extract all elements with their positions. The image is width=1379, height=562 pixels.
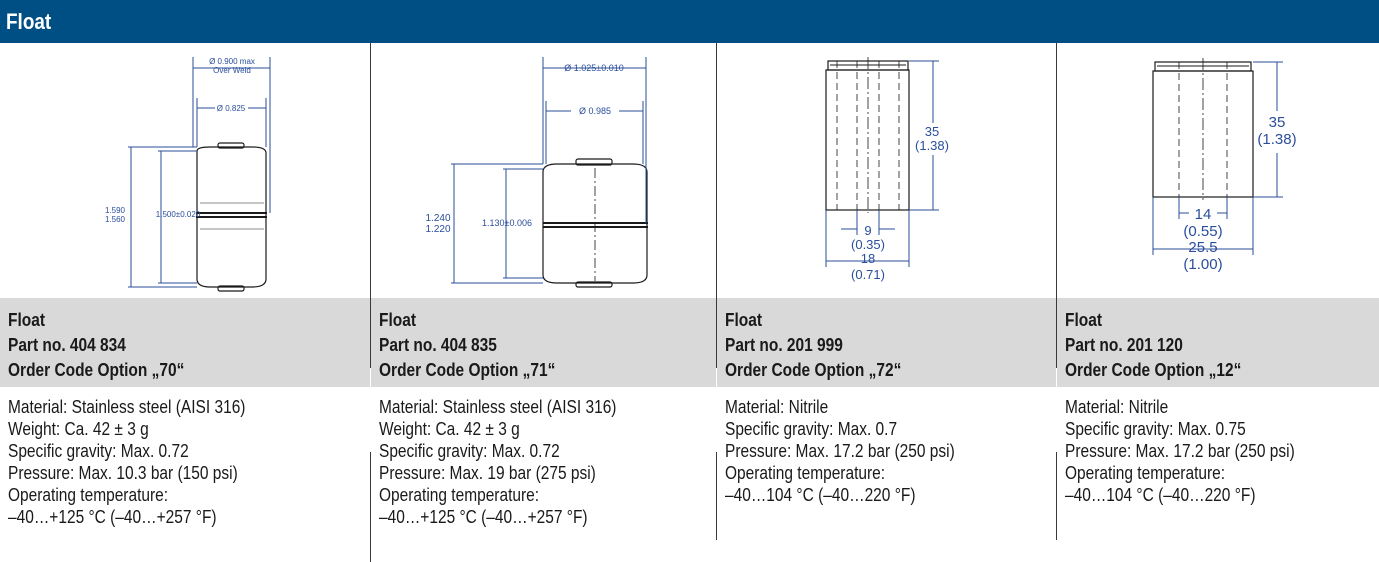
dim-label: (0.71) <box>851 267 885 282</box>
spec-list: Material: Stainless steel (AISI 316) Wei… <box>379 396 724 528</box>
spec-line: Operating temperature: <box>1065 463 1226 483</box>
float-name: Float <box>1065 310 1102 330</box>
spec-line: –40…104 °C (–40…220 °F) <box>1065 485 1256 505</box>
spec-line: Material: Nitrile <box>1065 397 1169 417</box>
dim-label: (1.38) <box>915 138 949 153</box>
dim-label: 25.5 <box>1188 239 1217 256</box>
spec-line: Material: Nitrile <box>725 397 829 417</box>
dim-label: 1.590 <box>105 206 126 215</box>
spec-line: Material: Stainless steel (AISI 316) <box>379 397 617 417</box>
part-number: Part no. 201 999 <box>725 335 843 355</box>
spec-line: –40…104 °C (–40…220 °F) <box>725 485 916 505</box>
order-code: Order Code Option „12“ <box>1065 360 1242 380</box>
column-divider <box>1056 452 1057 540</box>
float-name: Float <box>725 310 762 330</box>
part-number: Part no. 404 835 <box>379 335 497 355</box>
dim-label: 1.240 <box>425 213 450 224</box>
spec-line: –40…+125 °C (–40…+257 °F) <box>8 507 217 527</box>
float-drawing-201999: 35 (1.38) 9 (0.35) 18 (0.71) <box>717 43 1056 298</box>
column-divider <box>716 452 717 540</box>
spec-line: Pressure: Max. 10.3 bar (150 psi) <box>8 463 238 483</box>
dim-label: Ø 1.025±0.010 <box>564 63 623 73</box>
spec-line: Pressure: Max. 19 bar (275 psi) <box>379 463 596 483</box>
float-drawing-201120: 35 (1.38) 14 (0.55) 25.5 (1.00) <box>1057 43 1379 298</box>
dim-label: 1.130±0.006 <box>482 218 532 228</box>
column-divider <box>370 43 371 368</box>
dim-label: (1.00) <box>1183 256 1222 273</box>
spec-line: Operating temperature: <box>379 485 540 505</box>
dim-label: 18 <box>861 251 875 266</box>
spec-line: Specific gravity: Max. 0.72 <box>8 441 189 461</box>
spec-line: Specific gravity: Max. 0.7 <box>725 419 898 439</box>
spec-list: Material: Nitrile Specific gravity: Max.… <box>1065 396 1379 506</box>
float-column-404834: Ø 0.900 max Over Weld Ø 0.825 1.590 1.56… <box>0 43 370 562</box>
float-column-201120: 35 (1.38) 14 (0.55) 25.5 (1.00) <box>1057 43 1379 562</box>
spec-line: Weight: Ca. 42 ± 3 g <box>8 419 149 439</box>
spec-line: Specific gravity: Max. 0.72 <box>379 441 560 461</box>
part-number: Part no. 404 834 <box>8 335 126 355</box>
dim-label: (0.55) <box>1183 223 1222 240</box>
dim-label: Over Weld <box>213 66 251 75</box>
column-divider <box>716 43 717 368</box>
dim-label: (0.35) <box>851 237 885 252</box>
dim-label: 35 <box>925 124 939 139</box>
column-divider <box>370 452 371 562</box>
spec-line: Pressure: Max. 17.2 bar (250 psi) <box>1065 441 1295 461</box>
spec-line: Weight: Ca. 42 ± 3 g <box>379 419 520 439</box>
spec-line: Specific gravity: Max. 0.75 <box>1065 419 1246 439</box>
spec-list: Material: Stainless steel (AISI 316) Wei… <box>8 396 378 528</box>
dim-label: 1.560 <box>105 215 126 224</box>
float-header-201120: Float Part no. 201 120 Order Code Option… <box>1057 298 1379 387</box>
order-code: Order Code Option „72“ <box>725 360 902 380</box>
dim-label: (1.38) <box>1257 131 1296 148</box>
dim-label: Ø 0.900 max <box>209 57 255 66</box>
part-number: Part no. 201 120 <box>1065 335 1183 355</box>
dim-label: 35 <box>1269 114 1286 131</box>
dim-label: 9 <box>864 223 871 238</box>
spec-line: Operating temperature: <box>725 463 886 483</box>
float-drawing-404834: Ø 0.900 max Over Weld Ø 0.825 1.590 1.56… <box>0 43 370 298</box>
section-title-bar: Float <box>0 0 1379 43</box>
order-code: Order Code Option „71“ <box>379 360 556 380</box>
float-drawing-404835: Ø 1.025±0.010 Ø 0.985 1.240 1.220 1.130±… <box>371 43 716 298</box>
float-header-404834: Float Part no. 404 834 Order Code Option… <box>0 298 370 387</box>
float-name: Float <box>8 310 45 330</box>
order-code: Order Code Option „70“ <box>8 360 185 380</box>
column-divider <box>1056 43 1057 368</box>
spec-line: Material: Stainless steel (AISI 316) <box>8 397 246 417</box>
dim-label: 1.500±0.020 <box>156 210 201 219</box>
spec-list: Material: Nitrile Specific gravity: Max.… <box>725 396 1064 506</box>
float-column-201999: 35 (1.38) 9 (0.35) 18 (0.71) <box>717 43 1056 562</box>
float-name: Float <box>379 310 416 330</box>
float-header-404835: Float Part no. 404 835 Order Code Option… <box>371 298 716 387</box>
spec-line: –40…+125 °C (–40…+257 °F) <box>379 507 588 527</box>
dim-label: Ø 0.825 <box>217 104 246 113</box>
dim-label: Ø 0.985 <box>579 106 611 116</box>
float-header-201999: Float Part no. 201 999 Order Code Option… <box>717 298 1056 387</box>
spec-line: Pressure: Max. 17.2 bar (250 psi) <box>725 441 955 461</box>
dim-label: 1.220 <box>425 224 450 235</box>
spec-line: Operating temperature: <box>8 485 169 505</box>
dim-label: 14 <box>1195 206 1212 223</box>
section-title: Float <box>6 9 52 34</box>
float-column-404835: Ø 1.025±0.010 Ø 0.985 1.240 1.220 1.130±… <box>371 43 716 562</box>
